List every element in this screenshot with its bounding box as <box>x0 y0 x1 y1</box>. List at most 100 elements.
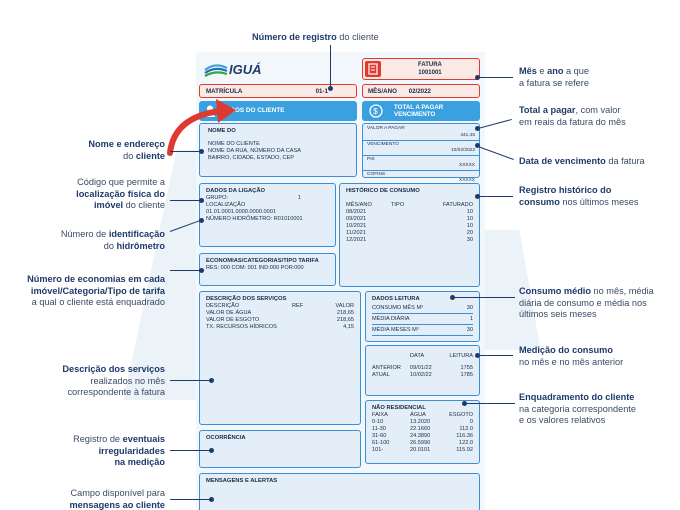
annotation-text: imóvel <box>94 200 124 210</box>
dados-cliente-header: DADOS DO CLIENTE <box>199 101 357 121</box>
leader-line <box>170 200 202 201</box>
nr-esgoto: 115.92 <box>456 447 473 454</box>
annotation-text: em reais da fatura do mês <box>519 116 626 127</box>
leitura-value: 30 <box>466 326 473 333</box>
pis-label: PIS <box>367 156 375 162</box>
annotation-text: Registro de <box>73 434 123 444</box>
mes-ano-box: MÊS/ANO 02/2022 <box>362 84 480 98</box>
cliente-street: NOME DA RUA, NÚMERO DA CASA <box>208 148 301 155</box>
grupo-label: GRUPO: <box>206 195 229 202</box>
annotation-text: Consumo médio <box>519 286 591 296</box>
nr-agua: 24.3890 <box>410 433 431 440</box>
annotation-text: últimos seis meses <box>519 309 597 319</box>
annotation-text: a fatura se refere <box>519 77 589 88</box>
vencimento-title: VENCIMENTO <box>394 111 436 119</box>
igua-logo: IGUÁ <box>203 58 273 78</box>
mes-ano-label: MÊS/ANO <box>368 88 397 95</box>
nr-faixa: 61-100 <box>372 440 390 447</box>
annotation-text: realizados no mês <box>90 375 165 386</box>
total-pagar-header: TOTAL A PAGAR VENCIMENTO <box>362 101 480 121</box>
fatura-number: 1001001 <box>418 69 442 76</box>
localizacao-value: 01.01.0001.0000.0000.0001 <box>206 209 276 216</box>
servicos-title: DESCRIÇÃO DOS SERVIÇOS <box>206 296 287 302</box>
matricula-box: MATRÍCULA 01-1 <box>199 84 357 98</box>
leader-dot <box>475 194 480 199</box>
annotation-text: na categoria correspondente <box>519 403 636 414</box>
matricula-value: 01-1 <box>315 88 328 95</box>
annotation-text: Registro histórico do <box>519 185 612 195</box>
ocorrencia-title: OCORRÊNCIA <box>206 435 246 441</box>
annotation-text: no mês e no mês anterior <box>519 356 624 367</box>
cliente-name: NOME DO CLIENTE <box>208 141 260 148</box>
annotation-text: cliente <box>135 150 165 161</box>
leader-dot <box>475 75 480 80</box>
serv-descricao: VALOR DE ÁGUA <box>206 310 252 317</box>
hist-mes: 09/2021 <box>346 216 367 223</box>
med-data: 09/01/22 <box>410 364 432 371</box>
med-leitura: 1755 <box>460 364 473 371</box>
hist-mes: 10/2021 <box>346 223 367 230</box>
valor-value: 441,45 <box>460 132 475 138</box>
hidrometro-value: NÚMERO HIDRÔMETRO: R01010001 <box>206 216 303 223</box>
med-tipo: ATUAL <box>372 371 390 378</box>
leader-dot <box>209 497 214 502</box>
leader-line <box>478 77 513 78</box>
serv-descricao: TX. RECURSOS HÍDRICOS <box>206 324 277 331</box>
leader-line <box>170 270 202 271</box>
historico-box: HISTÓRICO DE CONSUMO MÊS/ANO TIPO FATURA… <box>339 183 480 287</box>
cofins-value: XXXXX <box>459 177 475 183</box>
nr-faixa: 31-60 <box>372 433 387 440</box>
venc-value: 10/02/2022 <box>450 147 475 153</box>
leader-line <box>453 297 515 298</box>
hist-faturado: 10 <box>466 209 473 216</box>
annotation-text: Número de registro <box>252 32 337 42</box>
annotation-text: localização física do <box>76 188 165 199</box>
annotation-text: hidrômetro <box>116 240 166 251</box>
red-arrow-icon <box>160 95 240 160</box>
fatura-label: FATURA <box>418 62 442 68</box>
dados-cliente-title: DADOS DO CLIENTE <box>221 107 285 114</box>
annotation-text: Medição do consumo <box>519 345 613 355</box>
leader-line <box>330 45 331 89</box>
annotation-text: na medição <box>114 457 165 467</box>
mes-ano-value: 02/2022 <box>408 88 431 95</box>
annotation-text: mensagens ao cliente <box>69 499 166 510</box>
annotation-text: eventuais <box>122 434 165 444</box>
nr-esgoto: 116.36 <box>456 433 473 440</box>
leitura-label: MÉDIA MESES M³ <box>372 326 419 333</box>
medicao-header-row: DATA LEITURA <box>372 353 473 360</box>
valor-label: VALOR A PAGAR <box>367 126 405 131</box>
leitura-label: CONSUMO MÊS M³ <box>372 304 423 311</box>
servicos-box: DESCRIÇÃO DOS SERVIÇOS DESCRIÇÃO REF VAL… <box>199 291 361 425</box>
nr-agua: 26.5990 <box>410 440 431 447</box>
logo-text: IGUÁ <box>229 62 262 77</box>
hist-col-tipo: TIPO <box>391 202 405 209</box>
matricula-label: MATRÍCULA <box>206 88 243 95</box>
leader-dot <box>450 295 455 300</box>
localizacao-label: LOCALIZAÇÃO <box>206 202 246 209</box>
grupo-value: 1 <box>297 195 301 202</box>
hist-mes: 08/2021 <box>346 209 367 216</box>
